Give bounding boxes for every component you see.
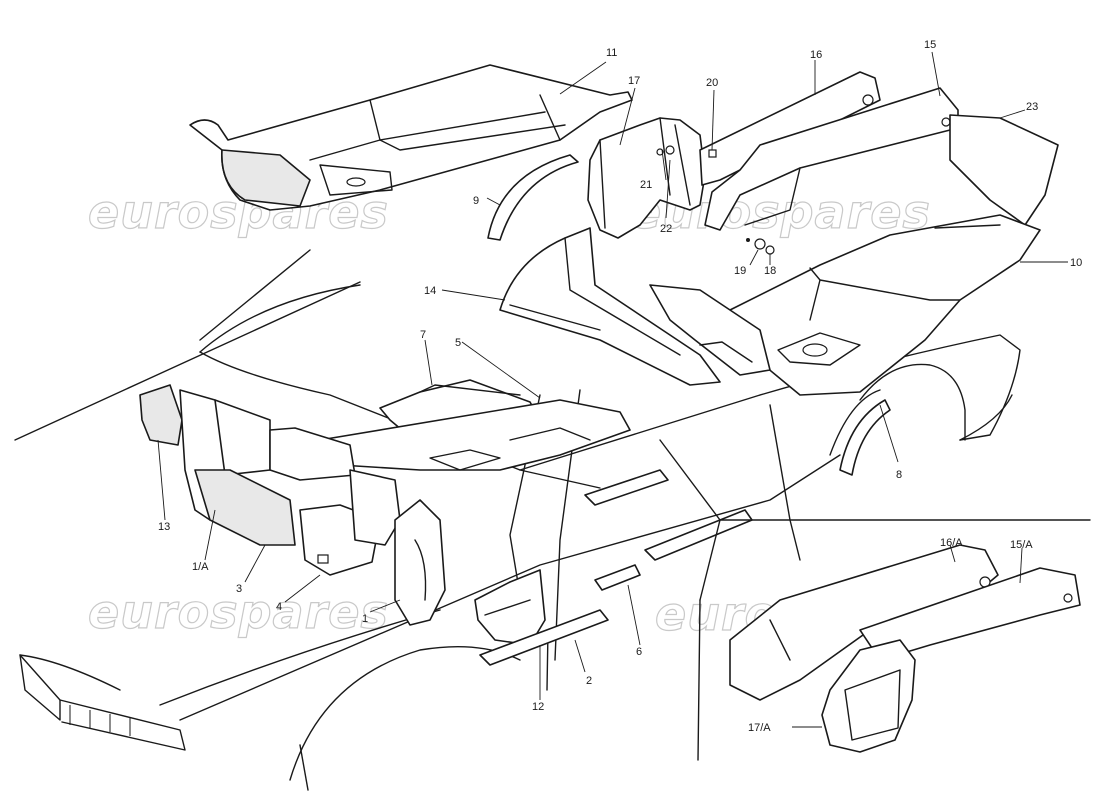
detail-inset: [697, 519, 1091, 761]
callout-19: 19: [734, 265, 746, 277]
callout-17: 17: [628, 75, 640, 87]
part-20-clip: [708, 149, 717, 158]
part-firewall-center: [269, 427, 401, 546]
callout-16a: 16/A: [940, 537, 963, 549]
callout-1a: 1/A: [192, 561, 209, 573]
part-17-wheelhouse-cover: [587, 117, 706, 239]
part-3-lower-panel: [194, 469, 296, 546]
callout-12: 12: [532, 701, 544, 713]
callout-2: 2: [586, 675, 592, 687]
leader-lines: [157, 51, 1068, 728]
hardware-group: [665, 145, 775, 255]
callout-15: 15: [924, 39, 936, 51]
part-6-sill-plate: [584, 469, 753, 591]
callout-6: 6: [636, 646, 642, 658]
callout-1: 1: [362, 613, 368, 625]
callout-8: 8: [896, 469, 902, 481]
watermark-bottom-left: eurospares: [88, 585, 389, 639]
part-2-sill-strip: [479, 609, 609, 666]
part-9-arch-strip: [487, 154, 579, 241]
part-16-long-trim: [699, 71, 881, 186]
part-1-pillar-trim: [394, 499, 446, 626]
part-10-rear-carpet: [729, 214, 1041, 396]
callout-21: 21: [640, 179, 652, 191]
callout-20: 20: [706, 77, 718, 89]
part-trunk-side-flap: [649, 284, 771, 376]
callout-10: 10: [1070, 257, 1082, 269]
part-15-trim-flap: [704, 87, 959, 231]
callout-23: 23: [1026, 101, 1038, 113]
part-13-kick-panel: [139, 384, 183, 446]
callout-3: 3: [236, 583, 242, 595]
callout-15a: 15/A: [1010, 539, 1033, 551]
callout-22: 22: [660, 223, 672, 235]
part-23-rear-panel: [949, 114, 1059, 226]
part-14-side-trim: [499, 227, 721, 386]
callout-4: 4: [276, 601, 282, 613]
callout-9: 9: [473, 195, 479, 207]
part-21-clip: [665, 145, 675, 155]
part-5-tunnel-cover: [319, 399, 631, 471]
part-11-carpet-upper: [189, 64, 633, 211]
callout-5: 5: [455, 337, 461, 349]
callout-13: 13: [158, 521, 170, 533]
part-12-lower-panel: [474, 569, 546, 646]
callout-14: 14: [424, 285, 436, 297]
part-18-clip: [765, 245, 775, 255]
callout-11: 11: [606, 47, 617, 59]
part-8-wheel-arch: [839, 399, 891, 476]
callout-18: 18: [764, 265, 776, 277]
callout-labels: 11 9 17 20 16 15 23 21 22 19 18 10 14 7 …: [158, 39, 1082, 734]
part-19-grommet: [754, 238, 766, 250]
callout-17a: 17/A: [748, 722, 771, 734]
callout-7: 7: [420, 329, 426, 341]
callout-16: 16: [810, 49, 822, 61]
